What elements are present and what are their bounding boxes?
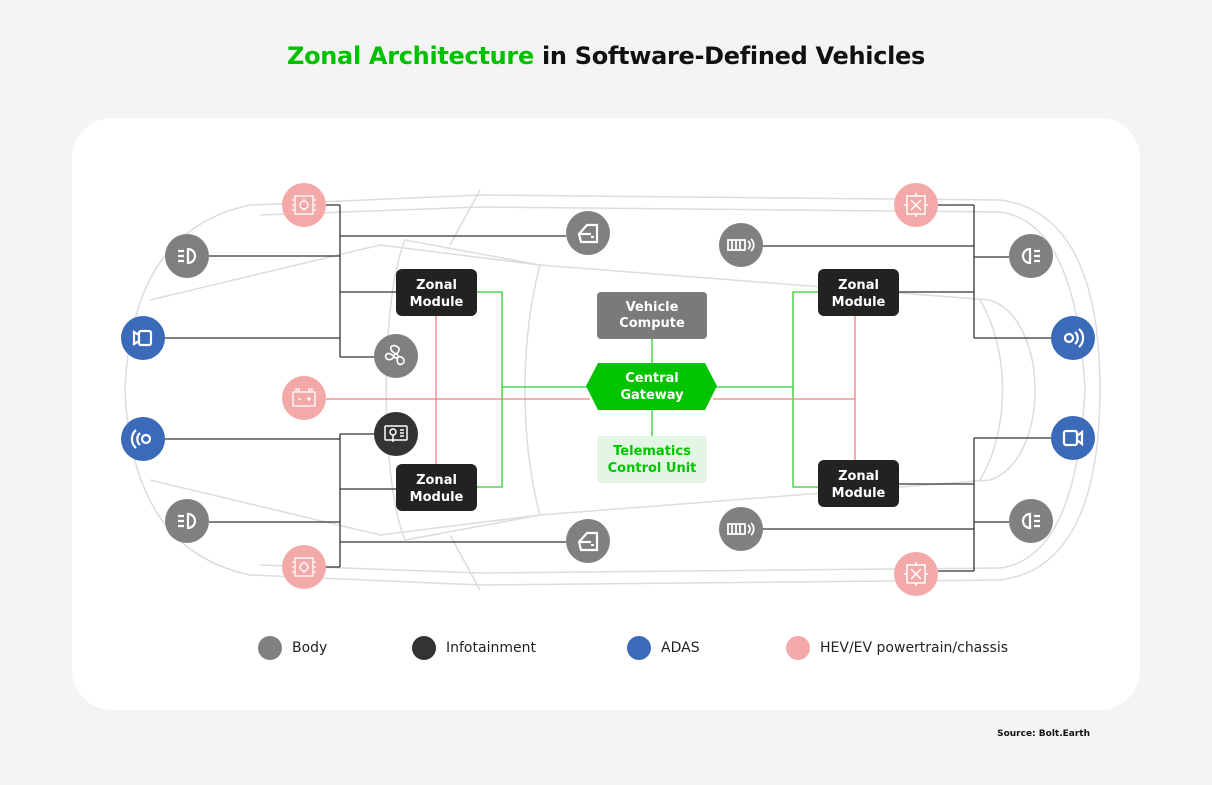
central-gateway-hexagon: Central Gateway xyxy=(586,363,717,410)
door-node xyxy=(566,211,610,255)
svg-text:Gateway: Gateway xyxy=(620,388,684,403)
infotainment-node xyxy=(374,412,418,456)
legend-swatch xyxy=(786,636,810,660)
legend-swatch xyxy=(627,636,651,660)
svg-text:Module: Module xyxy=(832,486,886,501)
taillight-node xyxy=(1009,234,1053,278)
zonal-module-rear-left: Zonal Module xyxy=(818,269,899,316)
chip-node xyxy=(282,545,326,589)
telematics-control-unit-box: Telematics Control Unit xyxy=(597,436,707,483)
legend-swatch xyxy=(258,636,282,660)
svg-text:Module: Module xyxy=(410,295,464,310)
headlight-node xyxy=(165,234,209,278)
svg-text:Vehicle: Vehicle xyxy=(626,300,679,315)
svg-text:Module: Module xyxy=(832,295,886,310)
legend-item-powertrain: HEV/EV powertrain/chassis xyxy=(786,636,1008,660)
svg-text:Zonal: Zonal xyxy=(838,469,879,484)
powertrain-links xyxy=(326,316,856,464)
brake-chip-icon xyxy=(903,192,929,218)
brake-chip-icon xyxy=(903,561,929,587)
source-credit: Source: Bolt.Earth xyxy=(997,729,1090,739)
chip-node xyxy=(282,183,326,227)
svg-text:Zonal: Zonal xyxy=(416,473,457,488)
vehicle-compute-box: Vehicle Compute xyxy=(597,292,707,339)
legend-item-adas: ADAS xyxy=(627,636,700,660)
sensor-node xyxy=(719,507,763,551)
connection-lines xyxy=(165,204,1051,572)
camera-node xyxy=(1051,416,1095,460)
legend: Body Infotainment ADAS HEV/EV powertrain… xyxy=(0,636,1212,662)
gateway-links xyxy=(477,291,818,488)
svg-text:Zonal: Zonal xyxy=(838,278,879,293)
car-outline xyxy=(124,189,1101,591)
zonal-module-front-right: Zonal Module xyxy=(396,464,477,511)
radar-node xyxy=(121,417,165,461)
sensor-node xyxy=(719,223,763,267)
headlight-node xyxy=(165,499,209,543)
svg-text:Compute: Compute xyxy=(619,316,685,331)
page-title: Zonal Architecture in Software-Defined V… xyxy=(286,42,926,70)
chip-node xyxy=(894,183,938,227)
door-node xyxy=(566,519,610,563)
chip-node xyxy=(894,552,938,596)
svg-text:Zonal: Zonal xyxy=(416,278,457,293)
diagram-card xyxy=(72,118,1140,710)
zonal-module-front-left: Zonal Module xyxy=(396,269,477,316)
battery-node xyxy=(282,376,326,420)
radar-node xyxy=(1051,316,1095,360)
camera-node xyxy=(121,316,165,360)
legend-item-body: Body xyxy=(258,636,327,660)
svg-text:Telematics: Telematics xyxy=(613,444,691,459)
svg-text:Central: Central xyxy=(625,371,678,386)
zonal-module-rear-right: Zonal Module xyxy=(818,460,899,507)
fan-node xyxy=(374,334,418,378)
svg-text:Module: Module xyxy=(410,490,464,505)
legend-swatch xyxy=(412,636,436,660)
svg-text:Control Unit: Control Unit xyxy=(608,461,697,476)
taillight-node xyxy=(1009,499,1053,543)
legend-item-infotainment: Infotainment xyxy=(412,636,536,660)
